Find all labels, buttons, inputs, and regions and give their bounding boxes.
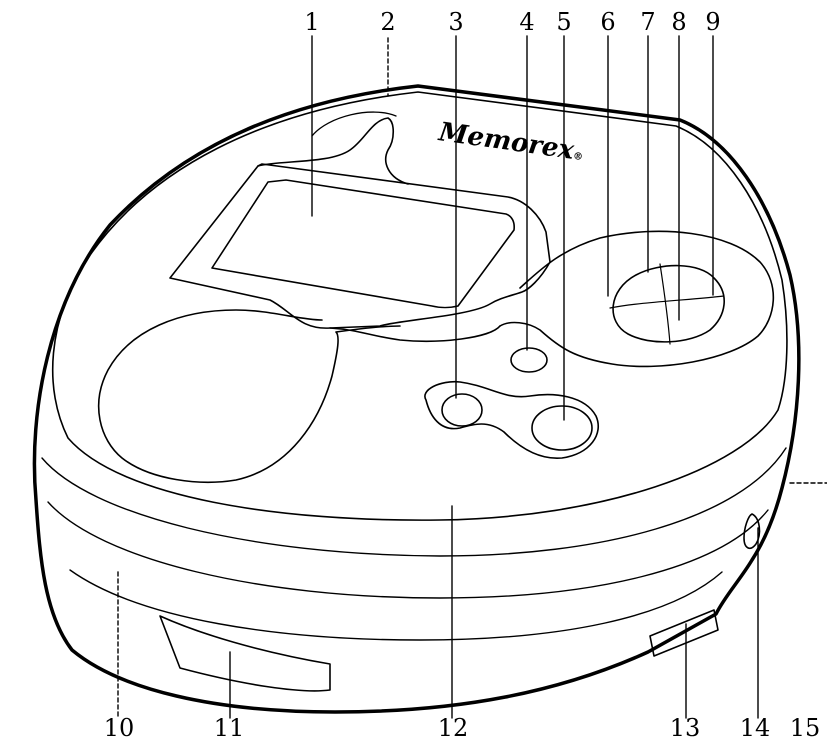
play-pause-button[interactable] [441, 393, 483, 427]
brand-logo: Memorex® [436, 117, 586, 167]
callout-10: 10 [103, 714, 135, 742]
player-body-outline [32, 84, 801, 714]
callout-15: 15 [789, 714, 821, 742]
connector-channel [329, 325, 501, 343]
side-band-1 [41, 447, 787, 557]
display-screen [211, 179, 515, 309]
callout-13: 13 [669, 714, 701, 742]
callout-14: 14 [739, 714, 771, 742]
jog-pad[interactable] [612, 264, 725, 343]
left-pod [97, 309, 401, 483]
display-bezel [169, 163, 551, 329]
jog-panel [499, 230, 775, 368]
side-band-2 [47, 501, 769, 599]
callout-12: 12 [437, 714, 469, 742]
top-lobe-inner [311, 111, 397, 137]
jog-divider-h [609, 295, 725, 309]
callout-2: 2 [380, 8, 396, 36]
lid-outline [51, 91, 788, 521]
callout-8: 8 [671, 8, 687, 36]
side-band-3 [69, 569, 723, 641]
callout-7: 7 [640, 8, 656, 36]
callout-3: 3 [448, 8, 464, 36]
slider-slot [159, 615, 331, 692]
top-lobe [257, 117, 409, 185]
jack-ports [743, 513, 761, 550]
callout-1: 1 [304, 8, 320, 36]
callout-5: 5 [556, 8, 572, 36]
mode-button[interactable] [510, 347, 548, 373]
stop-button[interactable] [531, 405, 593, 451]
port-slot [649, 609, 719, 657]
callout-6: 6 [600, 8, 616, 36]
button-bridge [424, 380, 599, 459]
jog-divider-v [659, 263, 671, 345]
callout-11: 11 [213, 714, 245, 742]
callout-9: 9 [705, 8, 721, 36]
callout-4: 4 [519, 8, 535, 36]
